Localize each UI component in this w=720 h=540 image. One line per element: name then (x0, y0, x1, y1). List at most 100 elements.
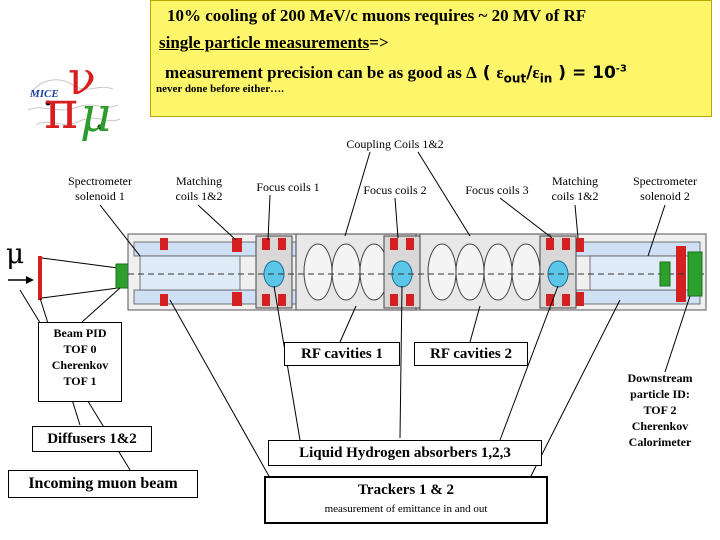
matching-coil-1a (232, 238, 242, 252)
precision-text: measurement precision can be as good as (165, 63, 467, 82)
matching-coil-2b (574, 292, 584, 306)
trackers-title: Trackers 1 & 2 (358, 482, 454, 498)
rf-cell-2d (511, 243, 541, 301)
ptr-beam-pid (81, 287, 121, 323)
focus-coil-3-top (546, 238, 554, 250)
ptr-focus-3 (499, 197, 553, 239)
incoming-beam-box: Incoming muon beam (8, 470, 198, 498)
ptr-coupling-2 (417, 151, 471, 237)
rf-cavities-1-box: RF cavities 1 (284, 342, 400, 366)
beam-arrow-head (26, 276, 34, 284)
rf-cell-2b (455, 243, 485, 301)
focus-coil-3-bot (546, 294, 554, 306)
mice-logo: MICE π ν μ (18, 55, 128, 145)
beam-pid-line1: Beam PID (53, 326, 107, 340)
mu-logo-symbol: μ (80, 87, 112, 143)
focus-coil-2-bot (390, 294, 398, 306)
focus-coil-1-group (255, 235, 293, 309)
ptr-matching-1 (197, 204, 237, 241)
spectrometer-1-label: Spectrometer solenoid 1 (60, 174, 140, 204)
mice-text: MICE (30, 88, 59, 100)
spectrometer-1-line1: Spectrometer (68, 174, 132, 188)
spectrometer-1-body (139, 255, 241, 291)
ptr-spectrometer-1 (99, 204, 141, 257)
exponent: -3 (615, 63, 627, 75)
downstream-line3: TOF 2 (643, 403, 677, 417)
mice-logo-graphic (27, 79, 121, 130)
matching-coil-1b (232, 292, 242, 306)
focus-coil-1-bot2 (278, 294, 286, 306)
open-paren: ( (476, 63, 497, 83)
trackers-box: Trackers 1 & 2 measurement of emittance … (264, 476, 548, 524)
beam-cone-bottom (41, 287, 119, 299)
ptr-spectrometer-2 (647, 204, 666, 257)
focus-coil-3-group (539, 235, 577, 309)
beam-pid-line3: Cherenkov (51, 358, 109, 372)
ptr-focus-2 (394, 197, 399, 239)
matching-2-line2: coils 1&2 (551, 189, 599, 203)
epsilon-in: ε (532, 63, 540, 82)
ptr-downstream (664, 295, 691, 373)
calorimeter-block (687, 251, 703, 297)
nu-symbol: ν (68, 51, 96, 105)
beam-cone-top (41, 257, 119, 269)
diffusers-box: Diffusers 1&2 (32, 426, 152, 452)
end-coil-1a (160, 238, 168, 250)
focus-coil-2-top2 (406, 238, 414, 250)
focus-coil-3-bot2 (562, 294, 570, 306)
rf-cell-1a (303, 243, 333, 301)
ptr-matching-2 (574, 204, 579, 239)
ptr-focus-1 (267, 194, 271, 241)
spectrometer-2-label: Spectrometer solenoid 2 (620, 174, 710, 204)
ptr-rf-2 (469, 305, 481, 343)
focus-coils-1-label: Focus coils 1 (256, 180, 320, 194)
ptr-coupling-1 (344, 151, 371, 237)
rf-cell-2c (483, 243, 513, 301)
end-coil-1b (160, 294, 168, 306)
ptr-lh2-b (399, 285, 403, 439)
slash: / (526, 63, 533, 83)
beam-pid-line2: TOF 0 (63, 342, 97, 356)
spectrometer-1-line2: solenoid 1 (75, 189, 125, 203)
single-particle-link[interactable]: single particle measurements (159, 33, 370, 52)
epsilon-out: ε (496, 63, 504, 82)
banner-line-1: 10% cooling of 200 MeV/c muons requires … (167, 6, 587, 25)
beam-pid-line4: TOF 1 (63, 374, 97, 388)
focus-coil-3-top2 (562, 238, 570, 250)
sub-out: out (503, 71, 527, 86)
focus-coil-1-top (262, 238, 270, 250)
pi-symbol: π (44, 81, 79, 141)
ptr-lh2-c (499, 285, 559, 441)
ptr-trackers-b (529, 299, 621, 479)
rf-cell-2a (427, 243, 457, 301)
focus-coils-3-label: Focus coils 3 (465, 183, 529, 197)
matching-1-line2: coils 1&2 (175, 189, 223, 203)
trackers-subtitle: measurement of emittance in and out (324, 503, 488, 515)
mu-beam-symbol: μ (6, 237, 25, 270)
delta-symbol: Δ (466, 63, 477, 82)
header-banner: 10% cooling of 200 MeV/c muons requires … (150, 0, 712, 117)
rf-cavities-2-group (419, 233, 551, 311)
matching-2-label: Matching coils 1&2 (540, 174, 610, 204)
downstream-line4: Cherenkov (631, 419, 689, 433)
equals-ten: ) = 10 (552, 63, 616, 83)
downstream-line5: Calorimeter (628, 435, 692, 449)
rf-cell-1b (331, 243, 361, 301)
matching-coil-2a (574, 238, 584, 252)
matching-1-line1: Matching (176, 174, 222, 188)
lh2-absorbers-box: Liquid Hydrogen absorbers 1,2,3 (268, 440, 542, 466)
tof1-detector (115, 263, 129, 289)
banner-line-2: single particle measurements => (159, 33, 389, 53)
focus-coil-1-bot (262, 294, 270, 306)
spectrometer-2-line1: Spectrometer (633, 174, 697, 188)
tof2-detector (659, 261, 671, 287)
ptr-trackers-a (169, 299, 271, 479)
focus-coil-1-top2 (278, 238, 286, 250)
rf-cavities-2-box: RF cavities 2 (414, 342, 528, 366)
diffuser-bar (38, 256, 42, 300)
ptr-rf-1 (339, 305, 357, 343)
banner-line-4: never done before either…. (156, 83, 284, 95)
matching-2-line1: Matching (552, 174, 598, 188)
downstream-line1: Downstream (627, 371, 693, 385)
downstream-line2: particle ID: (630, 387, 690, 401)
